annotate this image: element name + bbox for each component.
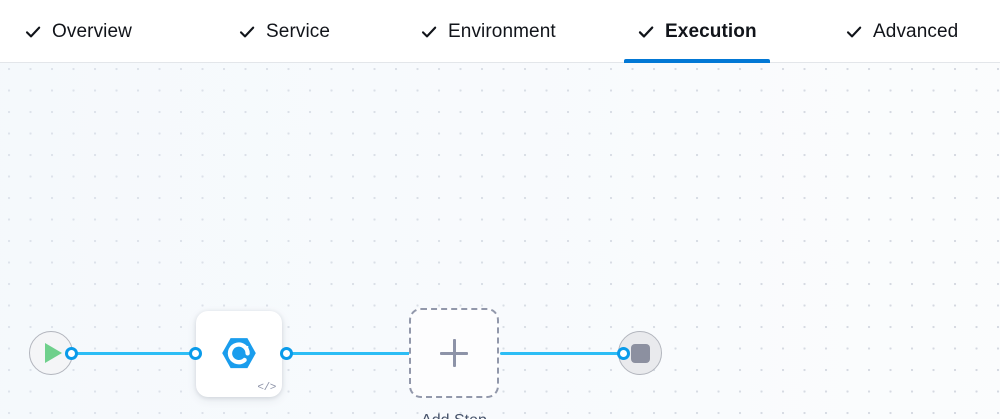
tab-advanced[interactable]: Advanced — [845, 0, 958, 63]
port-rollout-output[interactable] — [280, 347, 293, 360]
port-start-output[interactable] — [65, 347, 78, 360]
plus-icon — [440, 339, 468, 367]
stop-icon — [630, 343, 650, 363]
rollout-deployment-label: Rollout Deployment — [158, 415, 320, 419]
play-icon — [45, 343, 62, 363]
tab-overview-label: Overview — [52, 21, 132, 42]
execution-pipeline-canvas[interactable]: </> Rollout Deployment Add Step — [0, 63, 1000, 419]
rollout-deployment-node[interactable]: </> — [196, 311, 282, 397]
rollout-label-line-1: Rollout — [158, 415, 320, 419]
edge-rollout-to-add-step — [285, 352, 418, 355]
check-icon — [420, 23, 438, 41]
port-rollout-input[interactable] — [189, 347, 202, 360]
add-step-label: Add Step — [374, 411, 534, 419]
tab-service-label: Service — [266, 21, 331, 42]
tab-environment[interactable]: Environment — [420, 0, 556, 63]
check-icon — [238, 23, 256, 41]
tab-execution[interactable]: Execution — [624, 0, 770, 63]
tab-environment-label: Environment — [448, 21, 556, 42]
tab-service[interactable]: Service — [238, 0, 330, 63]
edge-start-to-rollout — [52, 352, 202, 355]
end-node[interactable] — [618, 331, 662, 375]
tab-overview[interactable]: Overview — [24, 0, 132, 63]
pipeline-stage-tabbar: Overview Service Environment — [0, 0, 1000, 63]
code-icon: </> — [257, 382, 276, 394]
check-icon — [845, 23, 863, 41]
add-step-node[interactable] — [409, 308, 499, 398]
tab-active-underline — [624, 59, 770, 63]
port-end-input[interactable] — [617, 347, 630, 360]
edge-add-step-to-end — [500, 352, 642, 355]
tab-advanced-label: Advanced — [873, 21, 959, 42]
rollout-hexagon-icon — [218, 332, 260, 374]
check-icon — [637, 23, 655, 41]
tab-execution-label: Execution — [665, 21, 757, 42]
check-icon — [24, 23, 42, 41]
